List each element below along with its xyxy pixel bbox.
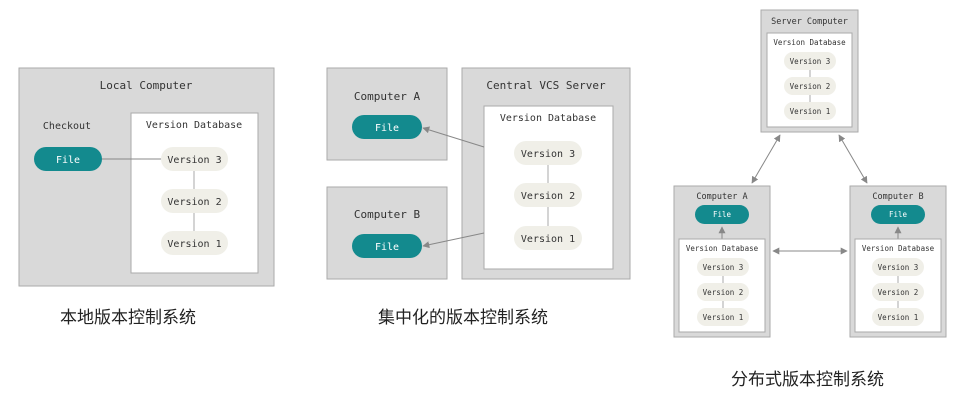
arrow-server-to-computer-b [422,232,485,249]
server-version-3-label: Version 3 [790,57,831,66]
dist-computer-a-version-2-pill [697,283,749,301]
central-version-2-label: Version 2 [521,191,575,202]
local-version-3-label: Version 3 [167,155,221,166]
dist-computer-a-title: Computer A [696,192,747,202]
computer-a-file-label: File [375,123,399,134]
local-version-1-label: Version 1 [167,239,221,250]
computer-a-box [326,67,448,161]
local-vcs-caption: 本地版本控制系统 [60,308,196,328]
central-version-3-pill [514,141,582,165]
computer-a-title: Computer A [354,90,421,103]
distributed-vcs-diagram: Server Computer Version Database Version… [673,9,947,338]
central-version-1-pill [514,226,582,250]
dist-computer-b-version-1-label: Version 1 [878,313,919,322]
dist-computer-b-version-1-pill [872,308,924,326]
server-version-1-pill [784,102,836,120]
local-vcs-diagram: Local Computer Checkout Version Database… [18,67,275,287]
central-version-3-label: Version 3 [521,149,575,160]
dist-computer-b-title: Computer B [872,192,923,202]
server-version-database-title: Version Database [773,38,846,47]
central-version-1-label: Version 1 [521,234,575,245]
dist-computer-a-version-3-pill [697,258,749,276]
local-file-label: File [56,155,80,166]
sync-arrow-server-computer-a [751,134,781,184]
dist-computer-b-database-title: Version Database [862,244,935,253]
centralized-vcs-caption: 集中化的版本控制系统 [378,308,548,328]
computer-b-box [326,186,448,280]
dist-computer-a-version-1-label: Version 1 [703,313,744,322]
dist-computer-b-version-3-label: Version 3 [878,263,919,272]
server-version-1-label: Version 1 [790,107,831,116]
computer-b-file-pill [352,234,422,258]
dist-computer-b-version-2-pill [872,283,924,301]
server-computer-title: Server Computer [771,17,848,27]
sync-arrow-server-computer-b [838,134,868,184]
distributed-vcs-caption: 分布式版本控制系统 [731,370,884,390]
dist-computer-b-version-2-label: Version 2 [878,288,919,297]
computer-b-title: Computer B [354,208,421,221]
dist-computer-b-file-pill [871,205,925,224]
server-version-3-pill [784,52,836,70]
local-version-database-title: Version Database [146,120,242,131]
dist-computer-a-database-title: Version Database [686,244,759,253]
dist-computer-a-version-2-label: Version 2 [703,288,744,297]
server-version-2-pill [784,77,836,95]
local-version-3-pill [161,147,228,171]
central-version-database-title: Version Database [500,113,596,124]
local-file-pill [34,147,102,171]
dist-computer-a-version-3-label: Version 3 [703,263,744,272]
local-version-2-pill [161,189,228,213]
dist-computer-b-file-label: File [889,210,908,219]
computer-a-file-pill [352,115,422,139]
local-version-1-pill [161,231,228,255]
dist-computer-a-version-1-pill [697,308,749,326]
local-version-2-label: Version 2 [167,197,221,208]
dist-computer-b-version-3-pill [872,258,924,276]
dist-computer-a-file-label: File [713,210,732,219]
computer-b-file-label: File [375,242,399,253]
dist-computer-a-file-pill [695,205,749,224]
local-computer-title: Local Computer [100,79,193,92]
checkout-label: Checkout [43,121,91,132]
arrow-server-to-computer-a [422,126,485,148]
central-server-title: Central VCS Server [486,79,606,92]
server-version-2-label: Version 2 [790,82,831,91]
central-version-2-pill [514,183,582,207]
centralized-vcs-diagram: Computer A File Computer B File Central … [326,67,631,280]
